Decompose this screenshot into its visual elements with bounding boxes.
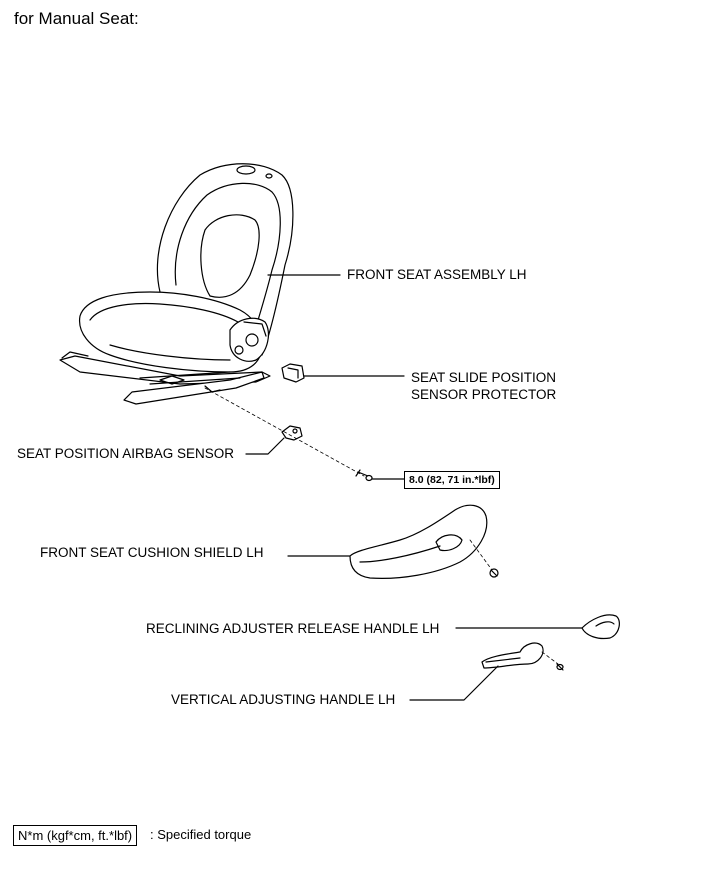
seat-position-airbag-sensor-drawing bbox=[281, 425, 303, 441]
seat-slide-sensor-protector-drawing bbox=[281, 363, 305, 383]
assembly-dash-line bbox=[204, 387, 365, 477]
bolt-drawing bbox=[355, 469, 373, 482]
legend-description: : Specified torque bbox=[150, 827, 252, 842]
reclining-release-handle-drawing bbox=[581, 614, 620, 640]
handle-screw-drawing bbox=[556, 663, 564, 671]
legend-torque-units: N*m (kgf*cm, ft.*lbf) bbox=[13, 825, 138, 846]
front-seat-assembly-drawing bbox=[59, 163, 294, 405]
label-airbag-sensor: SEAT POSITION AIRBAG SENSOR bbox=[17, 446, 235, 461]
torque-spec-box: 8.0 (82, 71 in.*lbf) bbox=[404, 471, 500, 489]
label-reclining-handle: RECLINING ADJUSTER RELEASE HANDLE LH bbox=[146, 621, 440, 636]
label-slide-sensor-protector-line2: SENSOR PROTECTOR bbox=[411, 387, 557, 402]
front-seat-cushion-shield-drawing bbox=[349, 504, 488, 579]
leader-vertical-handle bbox=[409, 665, 499, 701]
screw-drawing bbox=[489, 568, 499, 578]
leader-airbag-sensor bbox=[245, 437, 285, 455]
page-heading: for Manual Seat: bbox=[14, 9, 139, 28]
label-slide-sensor-protector-line1: SEAT SLIDE POSITION bbox=[411, 370, 557, 385]
label-vertical-handle: VERTICAL ADJUSTING HANDLE LH bbox=[171, 692, 396, 707]
vertical-adjusting-handle-drawing bbox=[481, 642, 544, 669]
label-front-seat-assembly: FRONT SEAT ASSEMBLY LH bbox=[347, 267, 527, 282]
label-cushion-shield: FRONT SEAT CUSHION SHIELD LH bbox=[40, 545, 264, 560]
